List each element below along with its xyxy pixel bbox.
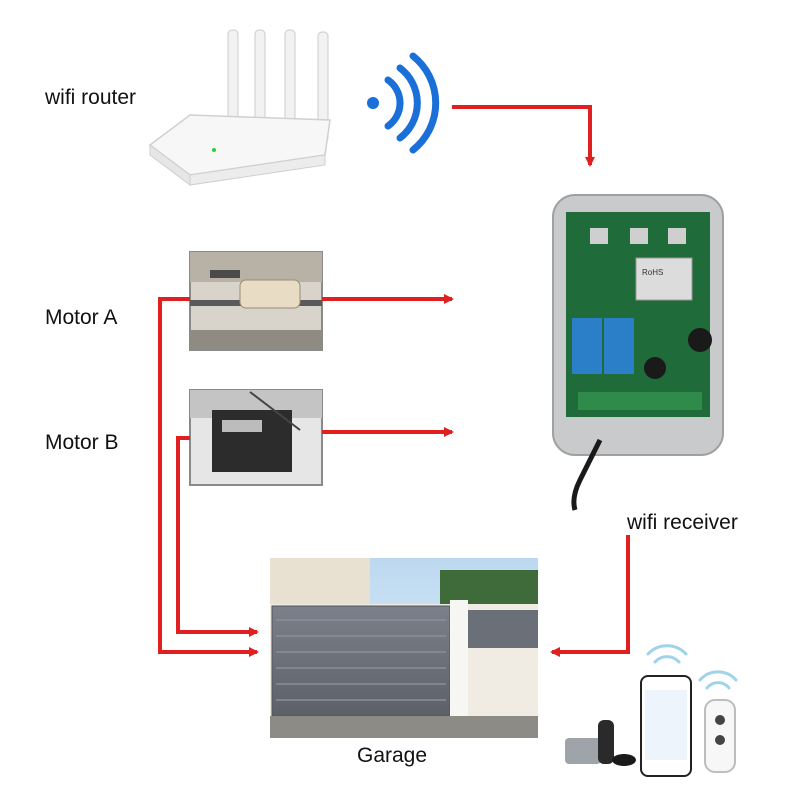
wifi-signal-icon <box>367 52 440 154</box>
smart-devices-icon <box>565 644 738 777</box>
arrow-motor-a-to-garage <box>158 297 259 657</box>
arrow-motor-b-to-garage <box>176 436 259 637</box>
router-label: wifi router <box>45 86 137 109</box>
receiver-label: wifi receiver <box>627 511 738 534</box>
wifi-receiver-photo: RoHS <box>552 194 724 511</box>
motor-b-label: Motor B <box>45 431 119 454</box>
arrow-router-to-receiver <box>452 105 595 167</box>
router-icon <box>148 29 331 186</box>
motor-a-photo <box>189 251 323 351</box>
motor-b-photo <box>189 389 323 486</box>
garage-gate-photo <box>270 558 538 738</box>
motor-a-label: Motor A <box>45 306 118 329</box>
garage-label: Garage <box>357 744 428 767</box>
arrows <box>158 105 630 657</box>
arrow-receiver-to-garage <box>550 535 630 657</box>
chip-brand-text: RoHS <box>642 268 663 277</box>
